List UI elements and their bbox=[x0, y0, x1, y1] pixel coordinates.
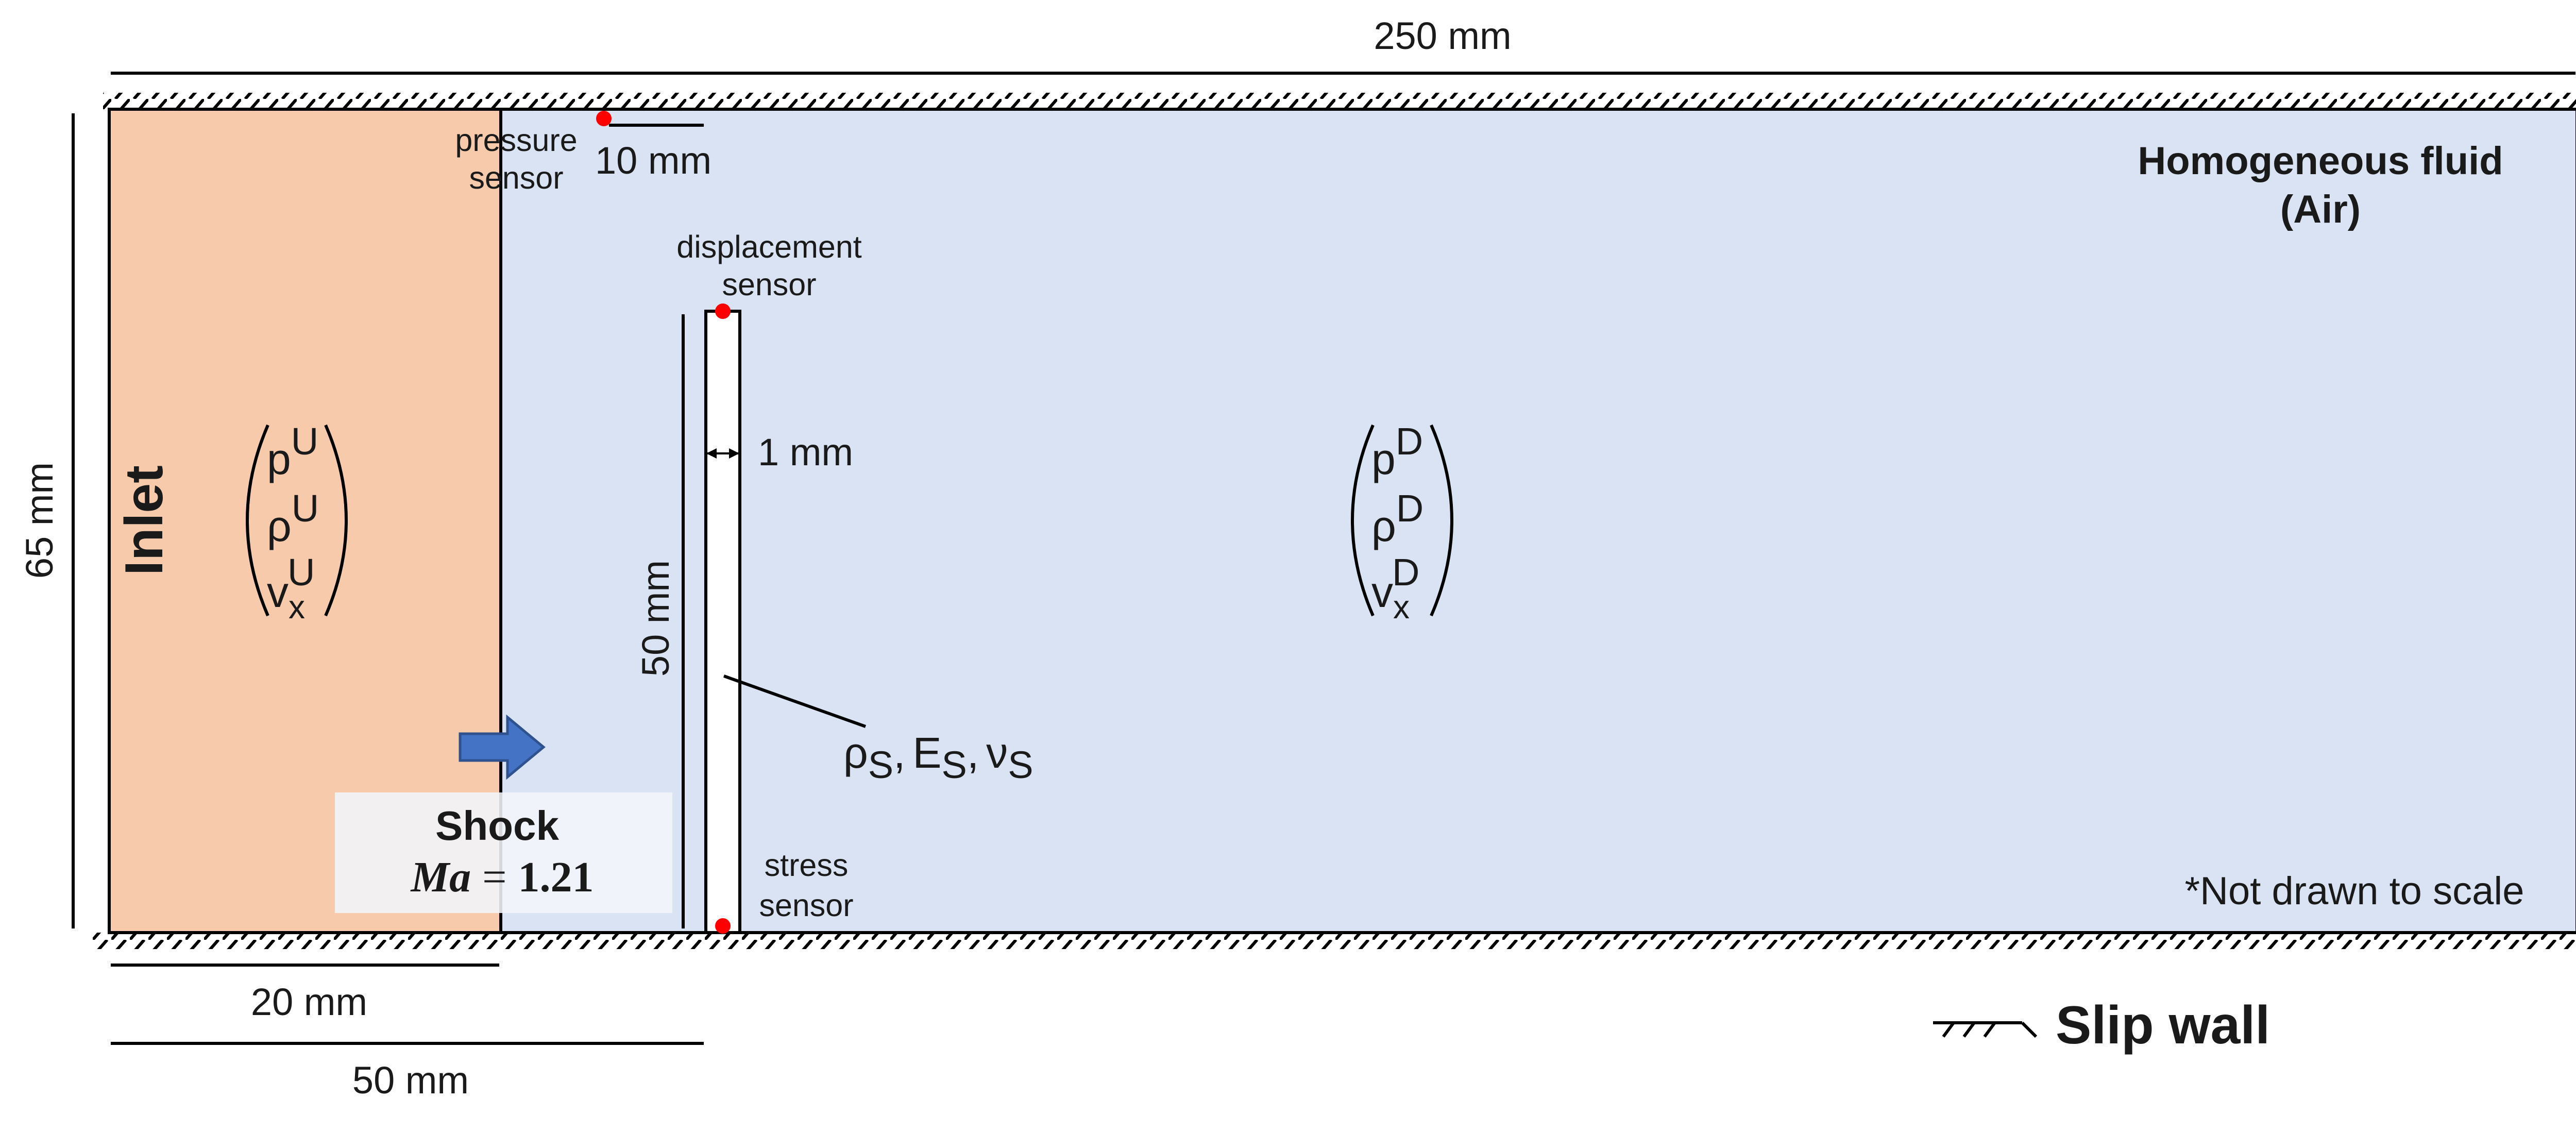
inlet-label: Inlet bbox=[114, 465, 174, 576]
stress-sensor-label-1: stress bbox=[765, 848, 849, 883]
downstream-right-paren bbox=[1430, 424, 1453, 617]
downstream-rho-sup: D bbox=[1396, 487, 1423, 530]
pressure-sensor-label-2: sensor bbox=[469, 160, 563, 195]
downstream-v-sup: D bbox=[1392, 551, 1419, 594]
displacement-sensor-label-2: sensor bbox=[722, 267, 816, 302]
solid-nu: ν bbox=[986, 729, 1008, 777]
solid-properties-label: ρS,ES,νS bbox=[843, 729, 1033, 786]
dim-height: 65 mm bbox=[18, 462, 61, 579]
upstream-right-paren bbox=[324, 424, 348, 617]
dim-total-length: 250 mm bbox=[1374, 14, 1511, 57]
dim-sensor-offset: 10 mm bbox=[595, 139, 711, 182]
upstream-v-sup: U bbox=[287, 551, 315, 594]
slip-wall-label: Slip wall bbox=[2056, 995, 2270, 1055]
solid-sep-1: , bbox=[893, 729, 905, 777]
pressure-sensor-label-1: pressure bbox=[455, 123, 577, 158]
displacement-sensor-dot bbox=[715, 303, 731, 319]
solid-E: E bbox=[913, 729, 942, 777]
pressure-sensor-dot bbox=[596, 111, 612, 126]
upstream-state-vector: pU ρU vxU bbox=[246, 420, 348, 626]
shock-label-box bbox=[335, 792, 672, 913]
mach-number-label: Ma=1.21 bbox=[410, 853, 594, 901]
mach-value: 1.21 bbox=[518, 853, 594, 901]
svg-text:ρU: ρU bbox=[267, 487, 319, 550]
slip-wall-legend-symbol bbox=[1933, 1021, 2038, 1038]
upstream-v: v bbox=[267, 568, 289, 616]
upstream-p-sup: U bbox=[291, 420, 318, 463]
dim-plate-height: 50 mm bbox=[634, 560, 677, 677]
shock-label: Shock bbox=[435, 803, 560, 849]
svg-text:pD: pD bbox=[1371, 420, 1423, 483]
downstream-state-vector: pD ρD vxD bbox=[1351, 420, 1453, 626]
solid-rho-sub: S bbox=[868, 744, 893, 786]
upstream-p: p bbox=[267, 435, 291, 483]
fluid-label-2: (Air) bbox=[2280, 188, 2361, 231]
stress-sensor-label-2: sensor bbox=[759, 888, 853, 923]
solid-sep-2: , bbox=[967, 729, 979, 777]
svg-text:pU: pU bbox=[267, 420, 318, 483]
upstream-left-paren bbox=[246, 424, 269, 617]
upstream-rho-sup: U bbox=[292, 487, 319, 530]
downstream-left-paren bbox=[1351, 424, 1375, 617]
upstream-v-sub: x bbox=[289, 588, 305, 626]
svg-text:ρD: ρD bbox=[1371, 487, 1423, 550]
bottom-slip-wall-hatch bbox=[93, 933, 2576, 949]
solid-properties-leader bbox=[723, 674, 867, 728]
mach-equals: = bbox=[482, 853, 506, 901]
downstream-v: v bbox=[1371, 568, 1393, 616]
top-slip-wall-hatch bbox=[103, 93, 2576, 109]
fluid-label-1: Homogeneous fluid bbox=[2138, 139, 2503, 183]
not-to-scale-note: *Not drawn to scale bbox=[2185, 869, 2524, 913]
dim-inlet-width: 20 mm bbox=[251, 981, 367, 1023]
shock-direction-arrow bbox=[459, 714, 546, 780]
dim-plate-position: 50 mm bbox=[352, 1059, 469, 1102]
solid-E-sub: S bbox=[942, 744, 967, 786]
domain-boundary bbox=[108, 108, 2576, 934]
solid-nu-sub: S bbox=[1008, 744, 1033, 786]
downstream-v-sub: x bbox=[1393, 588, 1410, 626]
stress-sensor-dot bbox=[715, 918, 731, 934]
downstream-p: p bbox=[1371, 435, 1396, 483]
elastic-plate bbox=[704, 310, 741, 934]
downstream-p-sup: D bbox=[1396, 420, 1423, 463]
solid-rho: ρ bbox=[843, 729, 868, 777]
upstream-rho: ρ bbox=[267, 502, 292, 550]
mach-symbol: Ma bbox=[410, 853, 471, 901]
svg-text:vxD: vxD bbox=[1371, 551, 1419, 626]
downstream-rho: ρ bbox=[1371, 502, 1396, 550]
displacement-sensor-label-1: displacement bbox=[676, 229, 861, 264]
dim-plate-thickness: 1 mm bbox=[758, 431, 853, 474]
svg-text:vxU: vxU bbox=[267, 551, 315, 626]
